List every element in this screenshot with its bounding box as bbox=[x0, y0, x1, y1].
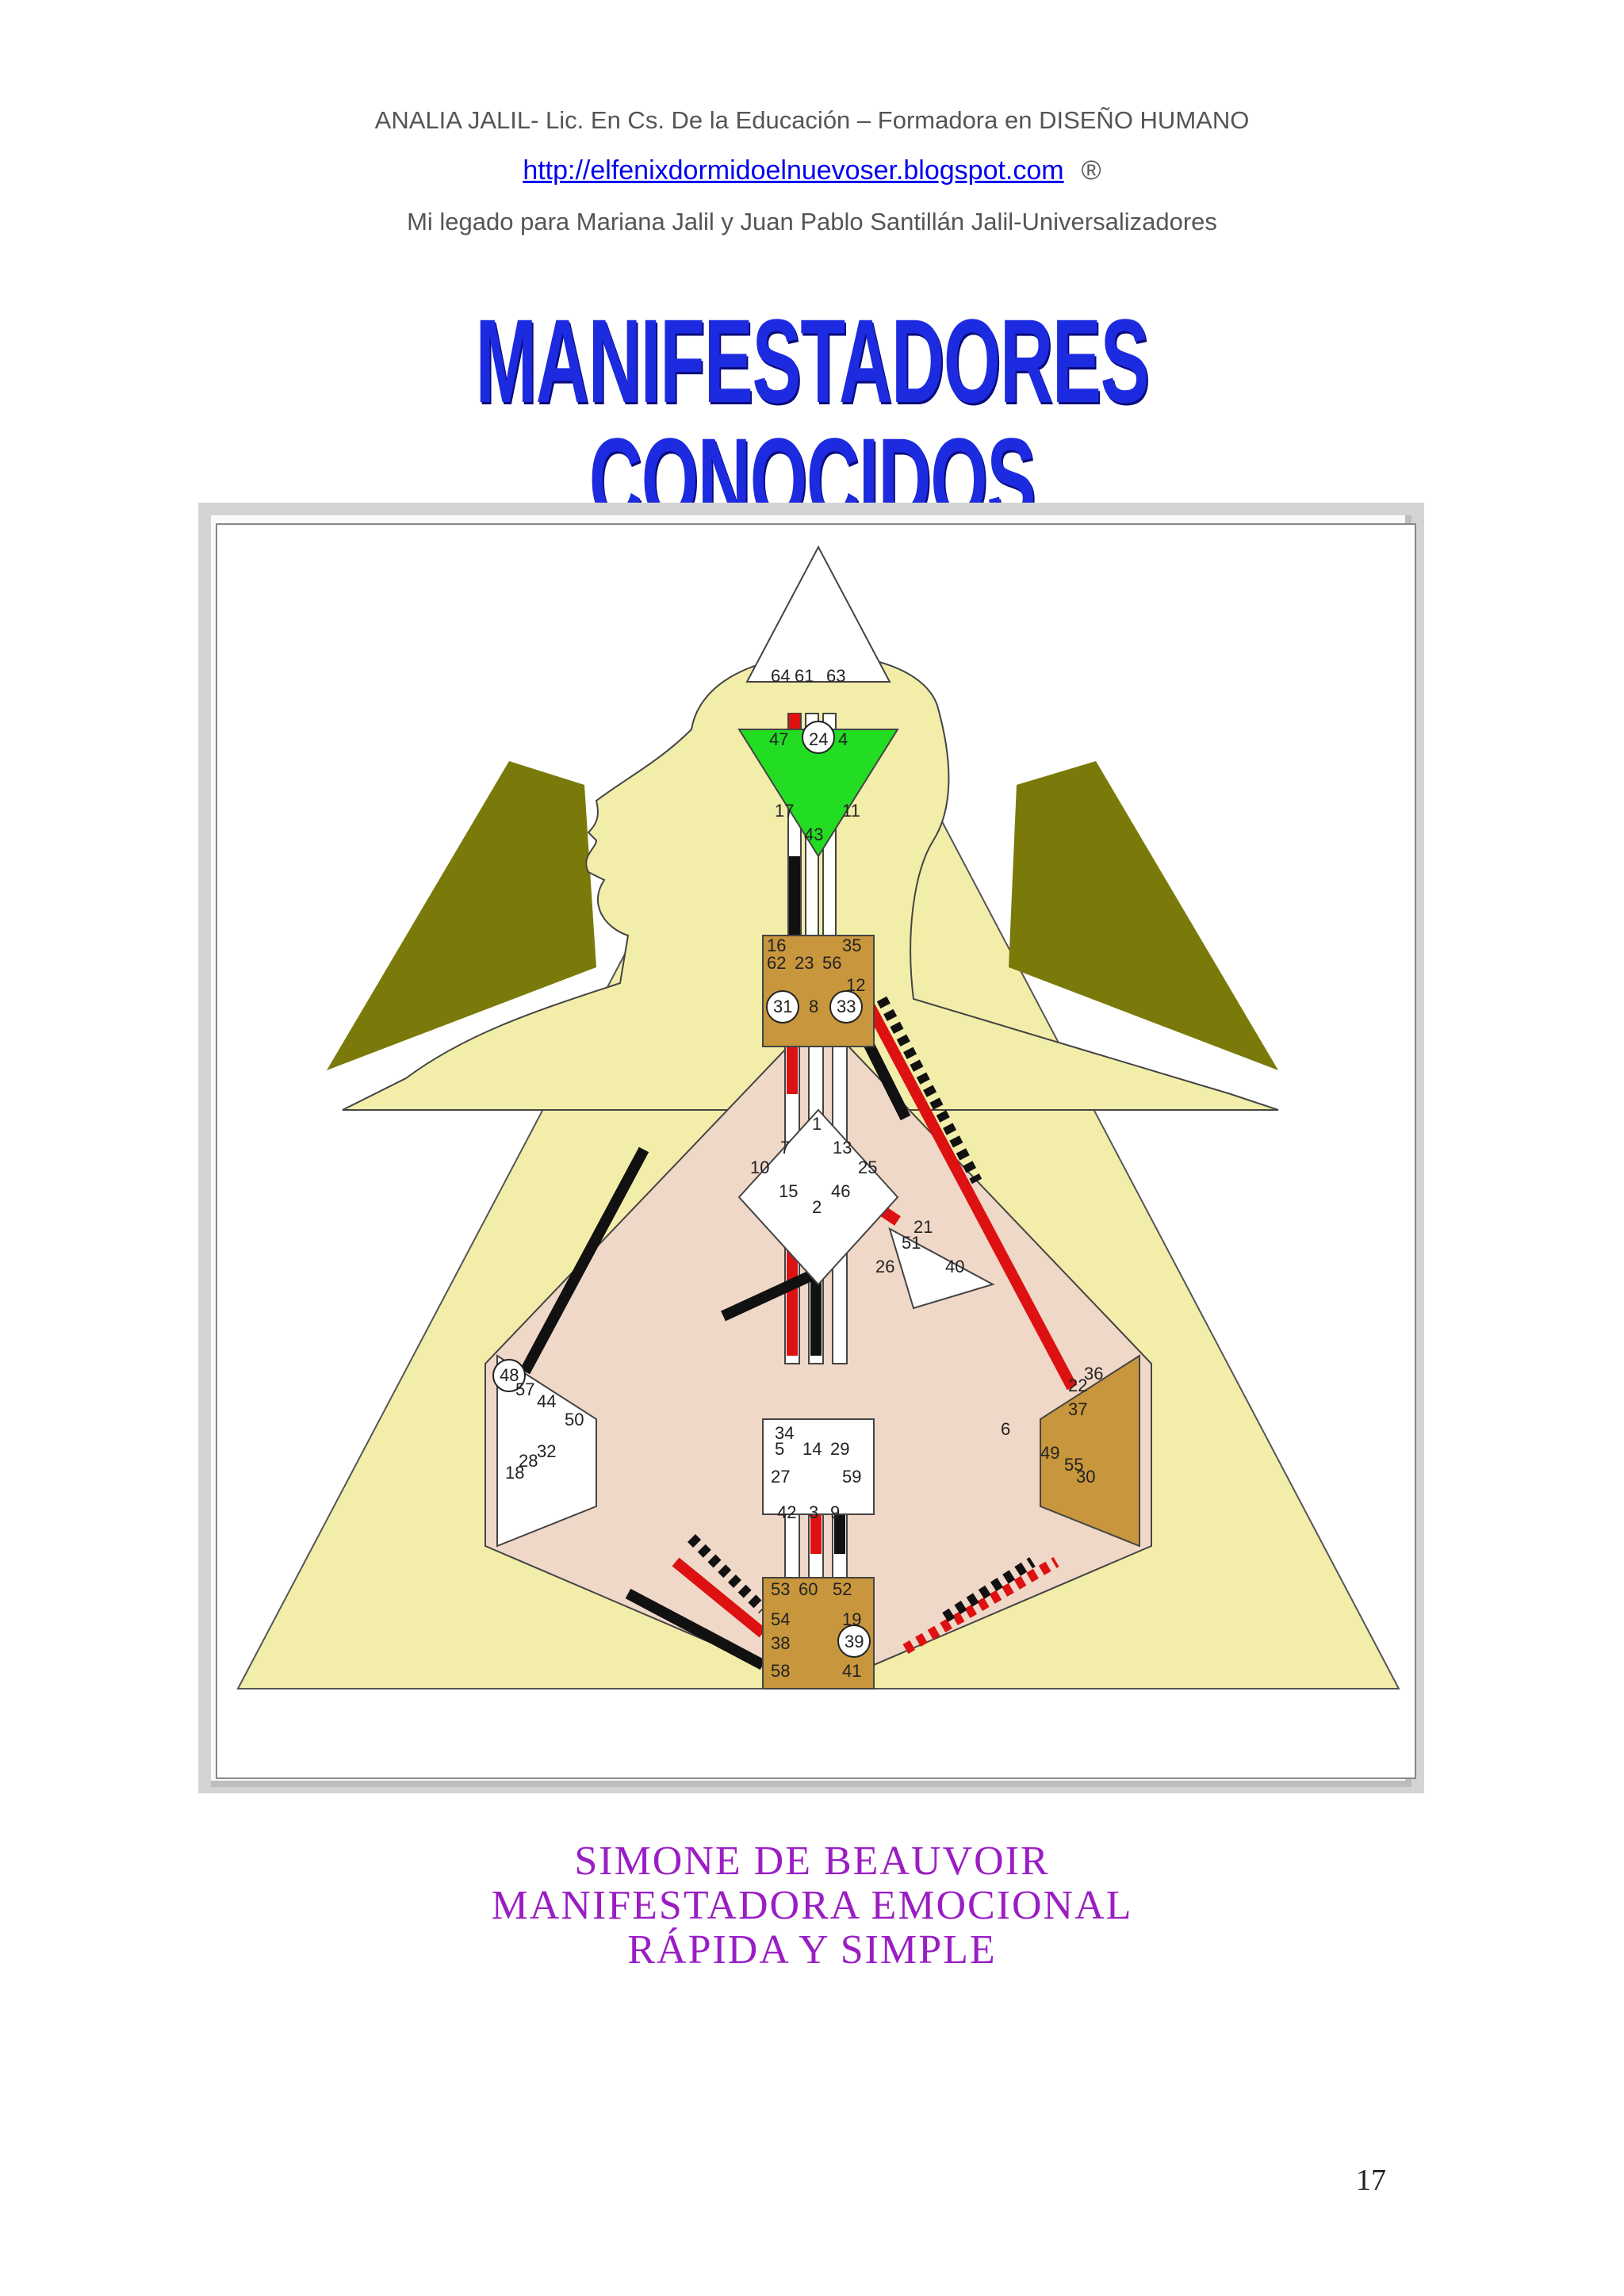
gate-label: 47 bbox=[769, 729, 788, 749]
header-author-line: ANALIA JALIL- Lic. En Cs. De la Educació… bbox=[374, 106, 1250, 134]
gate-label: 15 bbox=[779, 1181, 798, 1201]
gate-label: 59 bbox=[842, 1467, 861, 1487]
gate-label: 41 bbox=[842, 1661, 861, 1681]
gate-label: 9 bbox=[830, 1502, 840, 1522]
gate-label: 58 bbox=[771, 1661, 790, 1681]
gate-label: 63 bbox=[826, 666, 845, 686]
caption-profile: RÁPIDA Y SIMPLE bbox=[627, 1927, 997, 1973]
gate-label: 50 bbox=[565, 1410, 584, 1429]
gate-label: 62 bbox=[767, 953, 786, 973]
gate-label: 4 bbox=[838, 729, 848, 749]
gate-label: 16 bbox=[767, 936, 786, 955]
gate-label: 57 bbox=[515, 1380, 534, 1399]
bodygraph-figure: 64 61 63 47 24 4 17 11 43 16 35 62 23 56… bbox=[236, 545, 1400, 1690]
registered-mark: ® bbox=[1081, 155, 1101, 186]
gate-label: 31 bbox=[773, 997, 792, 1016]
header-url-line: http://elfenixdormidoelnuevoser.blogspot… bbox=[0, 155, 1624, 186]
gate-label: 23 bbox=[795, 953, 814, 973]
gate-label: 64 bbox=[771, 666, 790, 686]
gate-label: 25 bbox=[858, 1158, 877, 1177]
gate-label: 32 bbox=[537, 1441, 556, 1461]
caption-type: MANIFESTADORA EMOCIONAL bbox=[491, 1883, 1133, 1928]
gate-label: 30 bbox=[1076, 1467, 1095, 1487]
gate-label: 22 bbox=[1068, 1376, 1087, 1395]
gate-label: 27 bbox=[771, 1467, 790, 1487]
caption-name: SIMONE DE BEAUVOIR bbox=[574, 1839, 1050, 1884]
gate-label: 19 bbox=[842, 1609, 861, 1629]
gate-label: 18 bbox=[505, 1463, 524, 1483]
header-dedication-line: Mi legado para Mariana Jalil y Juan Pabl… bbox=[407, 208, 1217, 235]
gate-label: 14 bbox=[802, 1439, 822, 1459]
gate-label: 34 bbox=[775, 1423, 794, 1443]
page-title: MANIFESTADORES CONOCIDOS bbox=[475, 294, 1150, 546]
gate-label: 24 bbox=[809, 729, 828, 749]
gate-label: 56 bbox=[822, 953, 841, 973]
gate-label: 29 bbox=[830, 1439, 849, 1459]
gate-label: 33 bbox=[837, 997, 856, 1016]
gate-label: 2 bbox=[812, 1197, 822, 1217]
gate-label: 38 bbox=[771, 1633, 790, 1653]
gate-label: 42 bbox=[777, 1502, 796, 1522]
gate-label: 55 bbox=[1064, 1455, 1083, 1475]
gate-label: 60 bbox=[799, 1579, 818, 1599]
gate-label: 46 bbox=[831, 1181, 850, 1201]
gate-label: 26 bbox=[875, 1257, 894, 1276]
gate-label: 49 bbox=[1040, 1443, 1059, 1463]
gate-label: 52 bbox=[833, 1579, 852, 1599]
gate-label: 36 bbox=[1084, 1364, 1103, 1383]
gate-label: 6 bbox=[1001, 1419, 1010, 1439]
gate-label: 44 bbox=[537, 1391, 556, 1411]
gate-label: 3 bbox=[809, 1502, 818, 1522]
gate-label: 28 bbox=[519, 1451, 538, 1471]
gate-label: 43 bbox=[804, 825, 823, 844]
gate-label: 8 bbox=[809, 997, 818, 1016]
gate-label: 40 bbox=[945, 1257, 964, 1276]
gate-label: 21 bbox=[914, 1217, 933, 1237]
gate-label: 35 bbox=[842, 936, 861, 955]
gate-label: 1 bbox=[812, 1114, 822, 1134]
blog-link[interactable]: http://elfenixdormidoelnuevoser.blogspot… bbox=[523, 155, 1064, 186]
gate-label: 17 bbox=[775, 801, 794, 821]
gate-label: 12 bbox=[846, 975, 865, 995]
gate-label: 51 bbox=[902, 1233, 921, 1253]
gate-label: 39 bbox=[845, 1632, 864, 1651]
gate-label: 61 bbox=[795, 666, 814, 686]
gate-label: 10 bbox=[750, 1158, 769, 1177]
gate-label: 37 bbox=[1068, 1399, 1087, 1419]
gate-label: 13 bbox=[833, 1138, 852, 1158]
gate-label: 11 bbox=[842, 801, 860, 821]
gate-label: 7 bbox=[780, 1138, 790, 1158]
gate-label: 5 bbox=[775, 1439, 784, 1459]
gate-label: 54 bbox=[771, 1609, 790, 1629]
gate-label: 48 bbox=[500, 1365, 519, 1385]
page-number: 17 bbox=[1356, 2164, 1386, 2197]
gate-label: 53 bbox=[771, 1579, 790, 1599]
